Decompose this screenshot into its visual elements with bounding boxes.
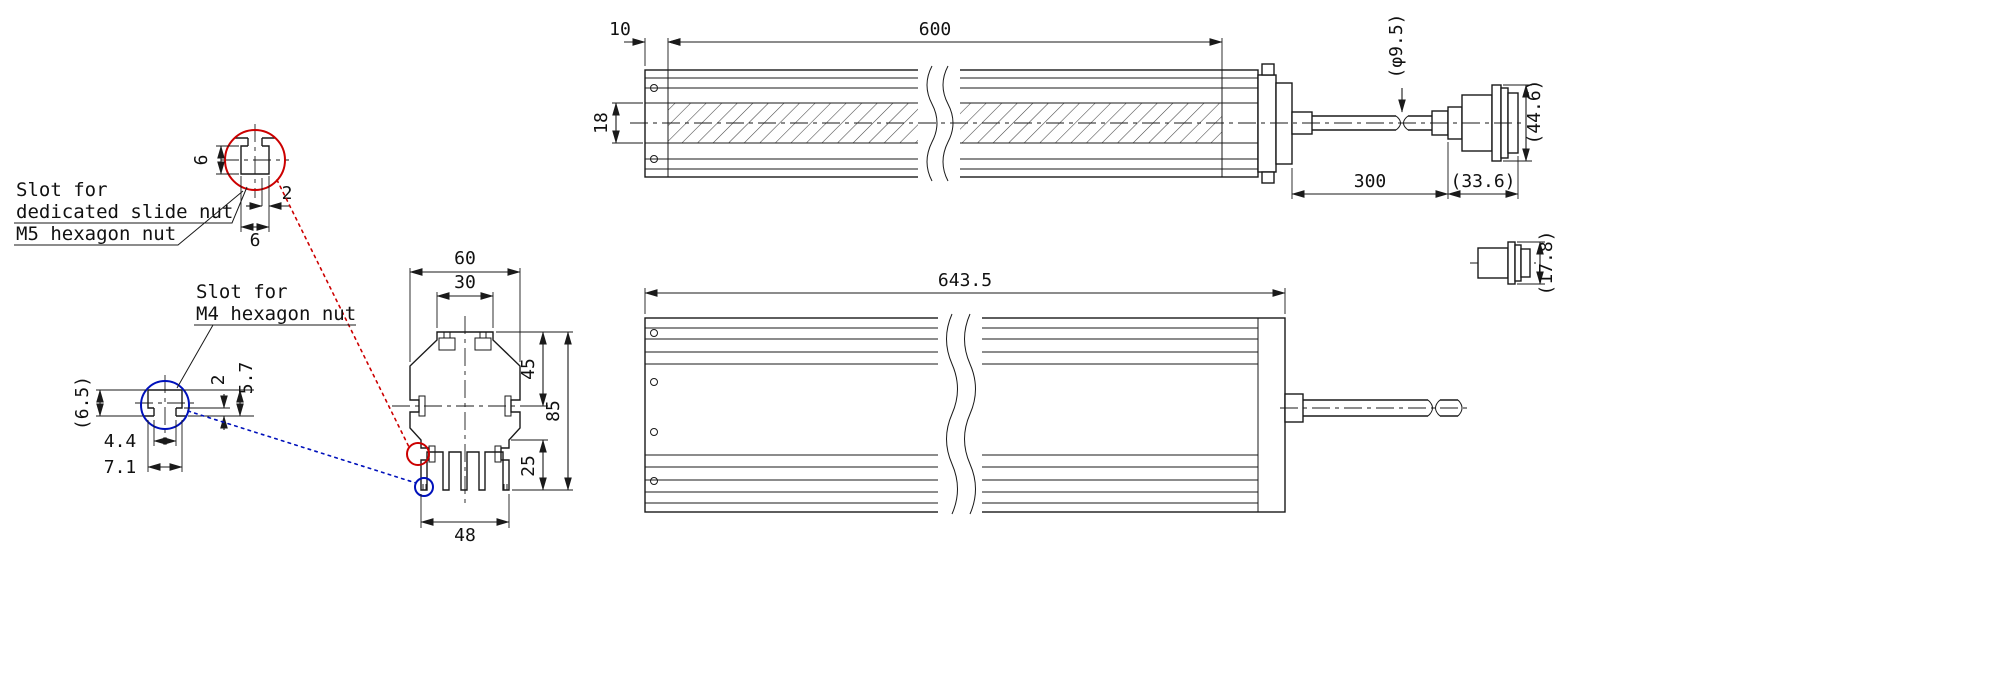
front-screw-2	[650, 378, 658, 386]
dim-m4-cavity: 7.1	[104, 457, 137, 478]
plug-tip	[1520, 248, 1531, 278]
detail-view-slide-nut: 6 6 2 Slot for dedicated slide nut M5 he…	[14, 124, 410, 448]
plug-body	[1477, 247, 1509, 279]
detail-view-m4-nut: (6.5) 4.4 7.1 2 5.7 Slot for M4 hexagon …	[72, 281, 417, 484]
front-extension-lines	[644, 288, 1286, 314]
dim-outer-width: 60	[454, 248, 476, 269]
side-view-extension-lines	[612, 38, 1532, 199]
plug-ring	[1507, 241, 1516, 285]
dim-connector-length: (33.6)	[1450, 171, 1515, 192]
dim-lower-height: 25	[518, 455, 539, 477]
detail-circle-blue	[140, 380, 190, 430]
end-cap-tab-bottom	[1261, 171, 1275, 184]
highlight-circle-blue	[414, 477, 434, 497]
dim-upper-height: 45	[518, 358, 539, 380]
end-screw-bottom	[650, 155, 658, 163]
slide-nut-slot-profile	[235, 137, 275, 175]
leader-m5-nut	[14, 190, 244, 246]
front-break-line-1	[946, 313, 958, 515]
front-cable-lines	[1303, 399, 1428, 417]
label-slot-for-1: Slot for	[16, 179, 108, 201]
dim-slot-lip: 2	[282, 183, 293, 204]
cross-section-centerlines	[392, 316, 538, 506]
extrusion-profile-outline	[409, 331, 521, 491]
front-screw-4	[650, 477, 658, 485]
front-view: 643.5	[644, 270, 1470, 516]
front-screw-3	[650, 428, 658, 436]
detail-slide-nut-centerlines	[221, 124, 289, 198]
dim-inner-width: 30	[454, 272, 476, 293]
front-screw-1	[650, 329, 658, 337]
dim-end-length: 10	[609, 19, 631, 40]
blue-dotted-connector-line	[187, 410, 417, 484]
leader-slide-nut	[14, 186, 248, 224]
side-view: 10 600 18 (φ9.5) (44.6) 300 (33.6)	[591, 13, 1545, 199]
top-slot-cavity-right	[474, 337, 492, 351]
front-cable-end	[1457, 399, 1463, 417]
front-cable-stub	[1440, 399, 1458, 417]
red-dotted-connector-line	[276, 179, 410, 448]
label-m5-hexagon-nut: M5 hexagon nut	[16, 223, 176, 245]
plug-detail: (17.8)	[1470, 230, 1557, 296]
dim-cable-diameter: (φ9.5)	[1386, 13, 1407, 78]
dim-plug-diameter: (17.8)	[1536, 230, 1557, 295]
dim-connector-diameter: (44.6)	[1524, 79, 1545, 144]
side-slot-cavity-right	[504, 395, 512, 417]
plug-ring-2	[1514, 244, 1522, 282]
end-cap	[1257, 74, 1277, 173]
front-break-line-2	[964, 313, 976, 515]
break-line-1	[926, 65, 938, 182]
highlight-circle-red	[406, 442, 430, 466]
dim-slot-width: 6	[250, 230, 261, 251]
slide-nut-extension-lines	[216, 145, 270, 232]
label-m4-hexagon-nut: M4 hexagon nut	[196, 303, 356, 325]
dim-m4-depth: 5.7	[236, 362, 257, 395]
dim-cable-length: 300	[1354, 171, 1387, 192]
cross-section-view: 60 30 45 85 25 48	[392, 248, 573, 546]
dim-m4-opening: 4.4	[104, 431, 137, 452]
break-mask	[918, 66, 960, 181]
leader-m4-nut	[176, 324, 356, 389]
dim-slot-height: 6	[191, 155, 212, 166]
end-cap-tab-top	[1261, 63, 1275, 76]
cross-section-extension-lines	[409, 268, 573, 528]
dim-bottom-width: 48	[454, 525, 476, 546]
dim-window-length: 600	[919, 19, 952, 40]
label-slot-for-2: Slot for	[196, 281, 288, 303]
cable-lines	[1312, 115, 1396, 131]
dim-window-height: 18	[591, 112, 612, 134]
label-dedicated-slide-nut: dedicated slide nut	[16, 201, 233, 223]
top-slot-cavity-left	[438, 337, 456, 351]
lower-slot-cavity-right	[494, 445, 502, 463]
side-slot-cavity-left	[418, 395, 426, 417]
dim-m4-lip: 2	[208, 375, 229, 386]
top-slot-necks	[443, 332, 487, 338]
dim-m4-overall: (6.5)	[72, 376, 93, 430]
dim-total-height: 85	[543, 400, 564, 422]
end-screw-top	[650, 84, 658, 92]
m4-slot-profile	[144, 389, 186, 417]
detail-m4-centerlines	[135, 375, 195, 433]
cable-lines-2	[1408, 115, 1432, 131]
dim-total-length: 643.5	[938, 270, 992, 291]
bottom-slot-ticks	[422, 484, 508, 490]
end-flange	[1275, 82, 1293, 165]
detail-circle-red	[224, 129, 286, 191]
